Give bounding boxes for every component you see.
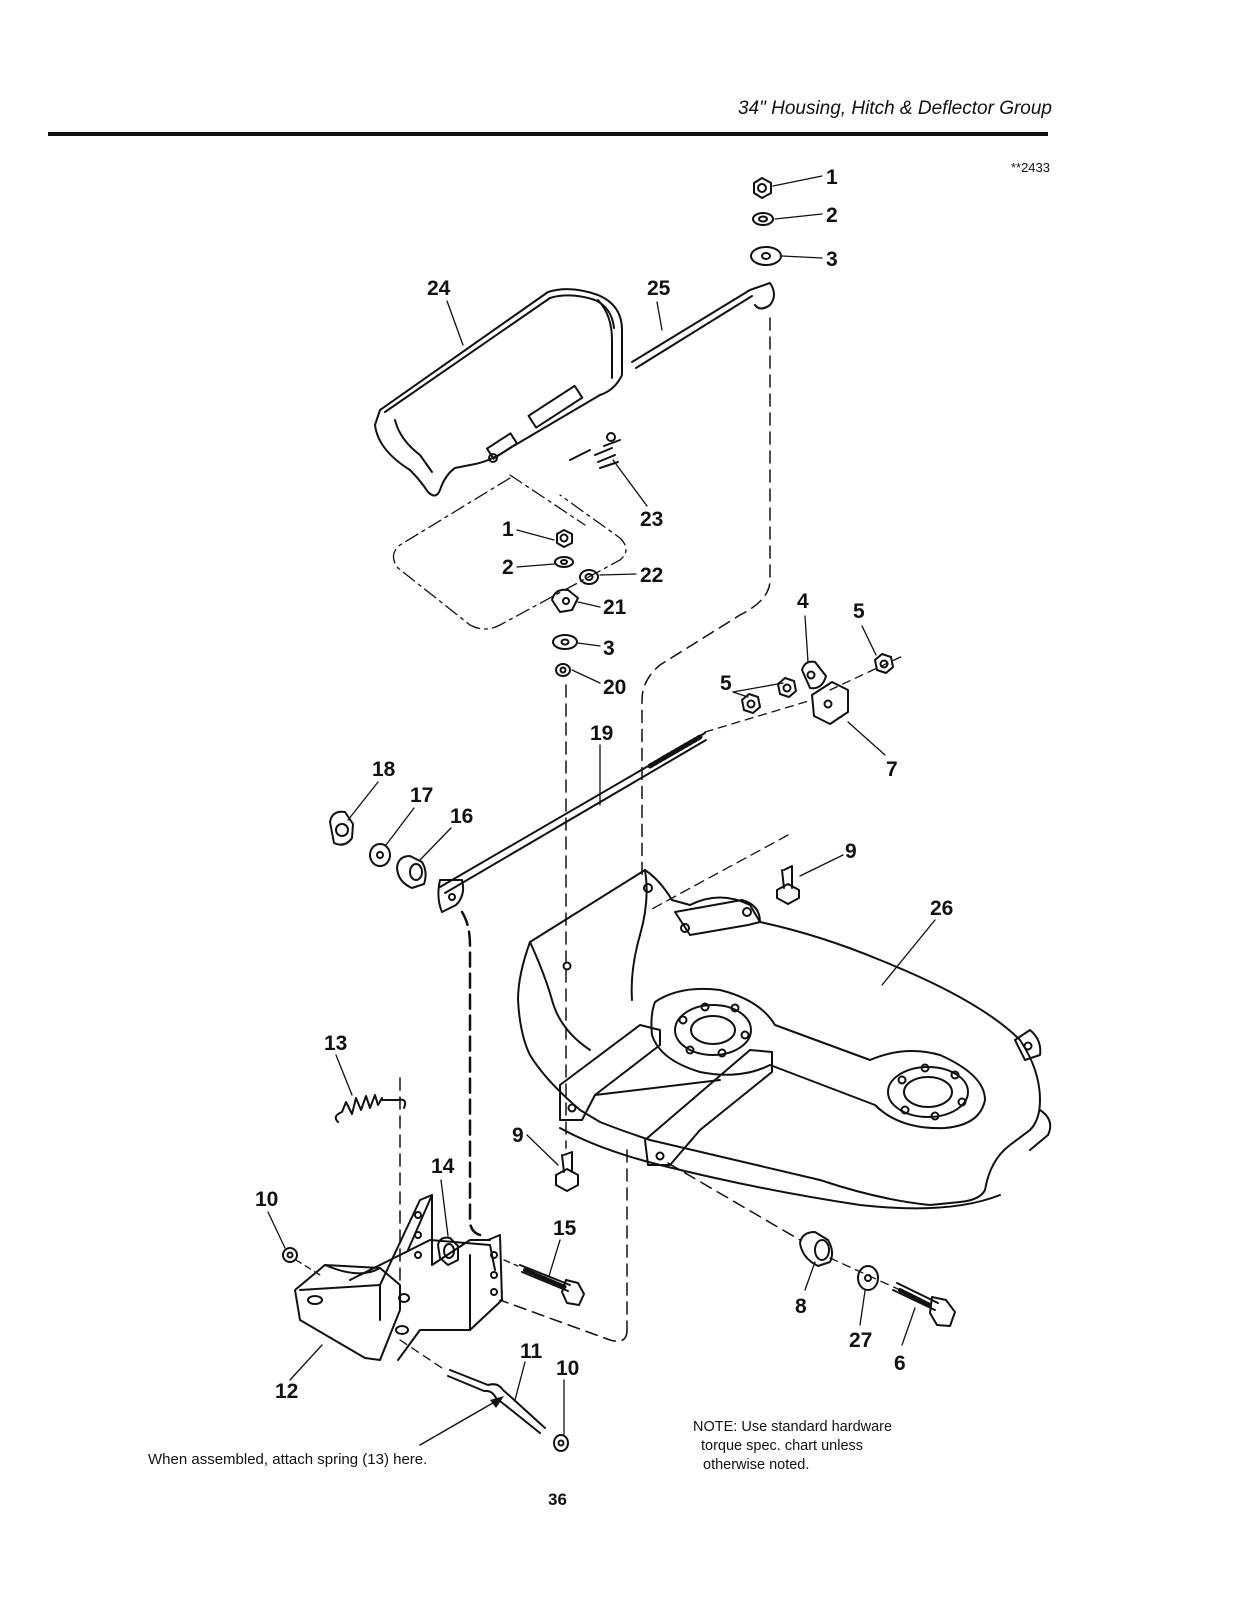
washer-part-17 [369, 843, 391, 867]
washer-part-10-lower [553, 1434, 569, 1452]
header-rule [48, 132, 1048, 136]
callout-5-right: 5 [853, 600, 865, 623]
callout-22: 22 [640, 564, 663, 587]
callout-25: 25 [647, 277, 671, 300]
callout-11: 11 [520, 1340, 543, 1363]
callout-4: 4 [797, 590, 809, 613]
note-line-3: otherwise noted. [703, 1457, 810, 1473]
callout-18: 18 [372, 758, 396, 781]
deflector-spring-part-23 [569, 432, 621, 469]
callout-6: 6 [894, 1352, 906, 1375]
callout-20: 20 [603, 676, 626, 699]
spring-part-13 [334, 1094, 407, 1123]
bolt-part-9-top [776, 865, 800, 905]
callout-24: 24 [427, 277, 451, 300]
spring-attach-footnote: When assembled, attach spring (13) here. [148, 1451, 428, 1468]
callout-15: 15 [553, 1217, 577, 1240]
page-number: 36 [548, 1490, 567, 1509]
callout-9-lower: 9 [512, 1124, 524, 1147]
nut-part-20 [555, 663, 571, 677]
note-line-2: torque spec. chart unless [701, 1438, 864, 1454]
spacer-part-8 [799, 1231, 834, 1267]
bolt-part-9-lower [555, 1151, 579, 1192]
washer-part-3-center [552, 634, 578, 650]
lock-washer-part-2-top [752, 212, 774, 226]
hex-nut-part-1-center [556, 529, 573, 548]
callout-2-top: 2 [826, 204, 838, 227]
callout-12: 12 [275, 1380, 298, 1403]
callout-16: 16 [450, 805, 473, 828]
trunnion-part-7 [811, 681, 849, 725]
washer-part-10-left [282, 1247, 298, 1263]
callout-23: 23 [640, 508, 663, 531]
page-title: 34" Housing, Hitch & Deflector Group [737, 98, 1052, 119]
callout-8: 8 [795, 1295, 807, 1318]
callout-9-top: 9 [845, 840, 857, 863]
callout-3-center: 3 [603, 637, 615, 660]
callout-1-top: 1 [826, 166, 838, 189]
callout-7: 7 [886, 758, 898, 781]
pivot-part-4 [801, 660, 827, 690]
note-line-1: Use standard hardware [741, 1419, 893, 1435]
lock-washer-part-2-center [554, 556, 574, 568]
callout-10-left: 10 [255, 1188, 278, 1211]
callout-13: 13 [324, 1032, 347, 1055]
callout-21: 21 [603, 596, 627, 619]
hitch-pin-part-11 [447, 1369, 546, 1434]
callout-3-top: 3 [826, 248, 838, 271]
hitch-bracket-part-12 [294, 1194, 503, 1361]
deflector-rod-part-25 [631, 282, 775, 369]
bolt-part-6 [892, 1282, 956, 1327]
callout-10-lower: 10 [556, 1357, 579, 1380]
callout-2-center: 2 [502, 556, 514, 579]
hex-nut-part-1-top [753, 177, 772, 199]
callout-27: 27 [849, 1329, 872, 1352]
note-label: NOTE: [693, 1419, 738, 1435]
lift-rod-part-19 [437, 732, 707, 913]
nut-part-5-b [777, 677, 797, 698]
nut-part-14 [437, 1236, 459, 1266]
flange-nut-part-18 [329, 810, 354, 846]
nut-part-5-a [741, 693, 761, 714]
callout-5-left: 5 [720, 672, 732, 695]
bolt-part-15 [519, 1264, 585, 1306]
washer-part-22 [579, 569, 599, 585]
discharge-deflector-part-24 [374, 288, 623, 497]
bracket-part-21 [551, 588, 579, 613]
callout-17: 17 [410, 784, 433, 807]
callout-26: 26 [930, 897, 953, 920]
callout-14: 14 [431, 1155, 455, 1178]
torque-note: NOTE: Use standard hardware torque spec.… [693, 1418, 963, 1475]
washer-part-3-top [750, 246, 782, 266]
mower-housing-part-26 [517, 869, 1052, 1210]
callout-19: 19 [590, 722, 613, 745]
nut-part-5-right [874, 653, 894, 674]
washer-part-27 [857, 1265, 879, 1291]
callout-1-center: 1 [502, 518, 514, 541]
figure-id: **2433 [1010, 160, 1050, 175]
spacer-part-16 [396, 855, 427, 889]
